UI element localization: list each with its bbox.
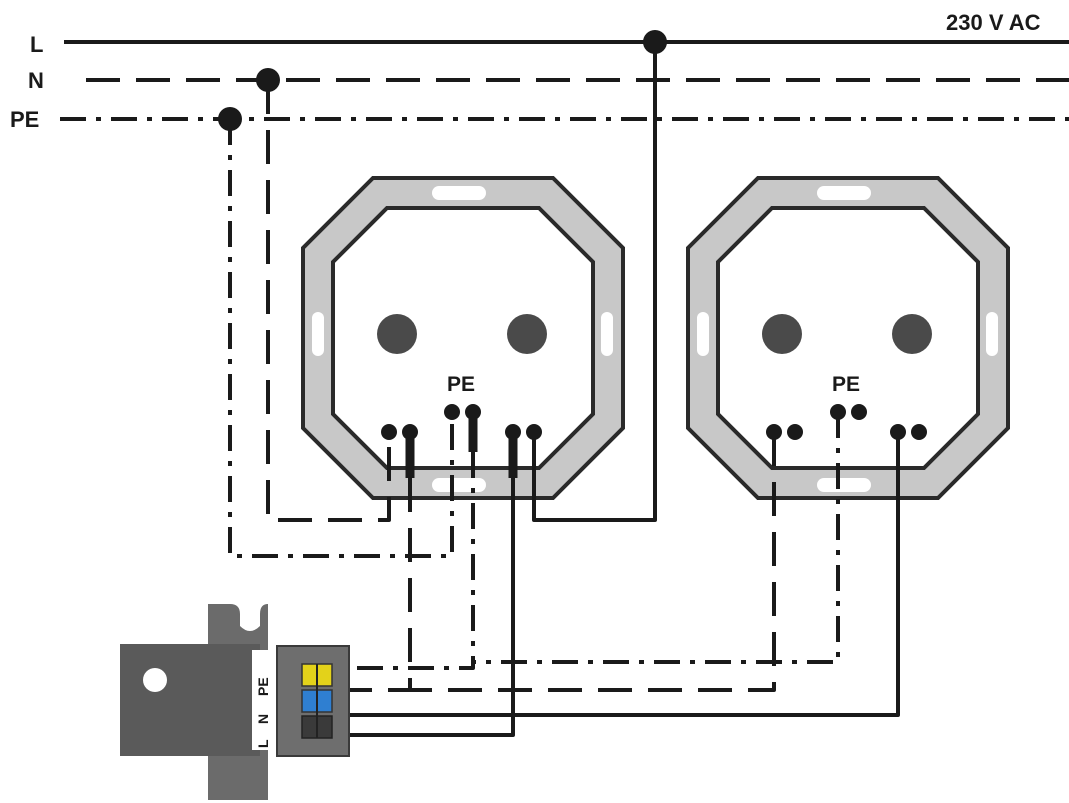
socket-right-slot-left [697,312,709,356]
wire-l-right-socket-to-connector [333,432,900,717]
connector-terminal-labels: L N PE [255,677,271,748]
wire-n-supply-to-left-socket [266,80,391,522]
wires-protective-earth [228,119,840,670]
connector-housing [120,644,260,756]
connector-block: L N PE [120,604,350,800]
socket-left-terminal [381,424,397,440]
socket-left-inner [331,206,595,470]
connector-mounting-hole [143,668,167,692]
socket-left-slot-bottom [432,478,486,492]
socket-right-terminal [851,404,867,420]
socket-left-pin-hole [377,314,417,354]
wire-pe-supply-to-left-socket [228,119,454,558]
line-label-l: L [30,32,43,57]
socket-right-pin-hole [892,314,932,354]
wire-pe-left-socket-to-connector [333,452,475,670]
wires-phase [333,42,900,737]
wire-n-right-socket-to-connector [410,432,776,692]
line-label-n: N [28,68,44,93]
socket-right-slot-top [817,186,871,200]
wire-l-left-socket-to-connector [333,432,515,737]
socket-left: PE [301,176,625,500]
socket-left-slot-top [432,186,486,200]
supply-lines: L N PE 230 V AC [10,10,1069,132]
voltage-label: 230 V AC [946,10,1041,35]
socket-right-slot-bottom [817,478,871,492]
wires-neutral [266,80,776,692]
socket-right-terminal [787,424,803,440]
wire-l-supply-to-left-socket [532,42,657,522]
connector-label-l: L [255,739,271,748]
socket-left-slot-right [601,312,613,356]
socket-left-pe-label: PE [447,373,475,396]
line-label-pe: PE [10,107,39,132]
connector-label-n: N [255,714,271,724]
connector-label-strip [252,650,274,750]
socket-right-slot-right [986,312,998,356]
socket-left-pin-hole [507,314,547,354]
socket-right-pe-label: PE [832,373,860,396]
socket-right: PE [686,176,1010,500]
socket-right-terminal [911,424,927,440]
connector-label-pe: PE [255,677,271,696]
socket-right-pin-hole [762,314,802,354]
socket-right-inner [716,206,980,470]
socket-left-slot-left [312,312,324,356]
